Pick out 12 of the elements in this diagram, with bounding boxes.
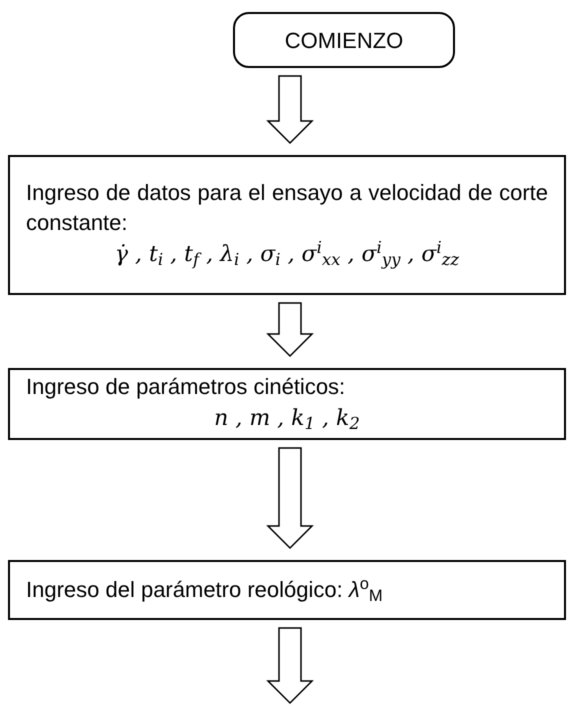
block-arrow (266, 627, 314, 704)
process-box (8, 368, 566, 440)
formula-text: n , m , k$_{1}$ , k$_{2}$ (213, 405, 361, 436)
terminal-label: COMIENZO (284, 26, 404, 54)
block-arrow (266, 75, 314, 144)
process-box (8, 155, 566, 295)
process-text: Ingreso de datos para el ensayo a velocidad de corte constante: (26, 179, 548, 237)
process-box (8, 560, 566, 620)
start-terminal (233, 12, 455, 68)
block-arrow (266, 302, 314, 358)
block-arrow (266, 447, 314, 550)
process-text: Ingreso de parámetros cinéticos: (26, 373, 346, 401)
